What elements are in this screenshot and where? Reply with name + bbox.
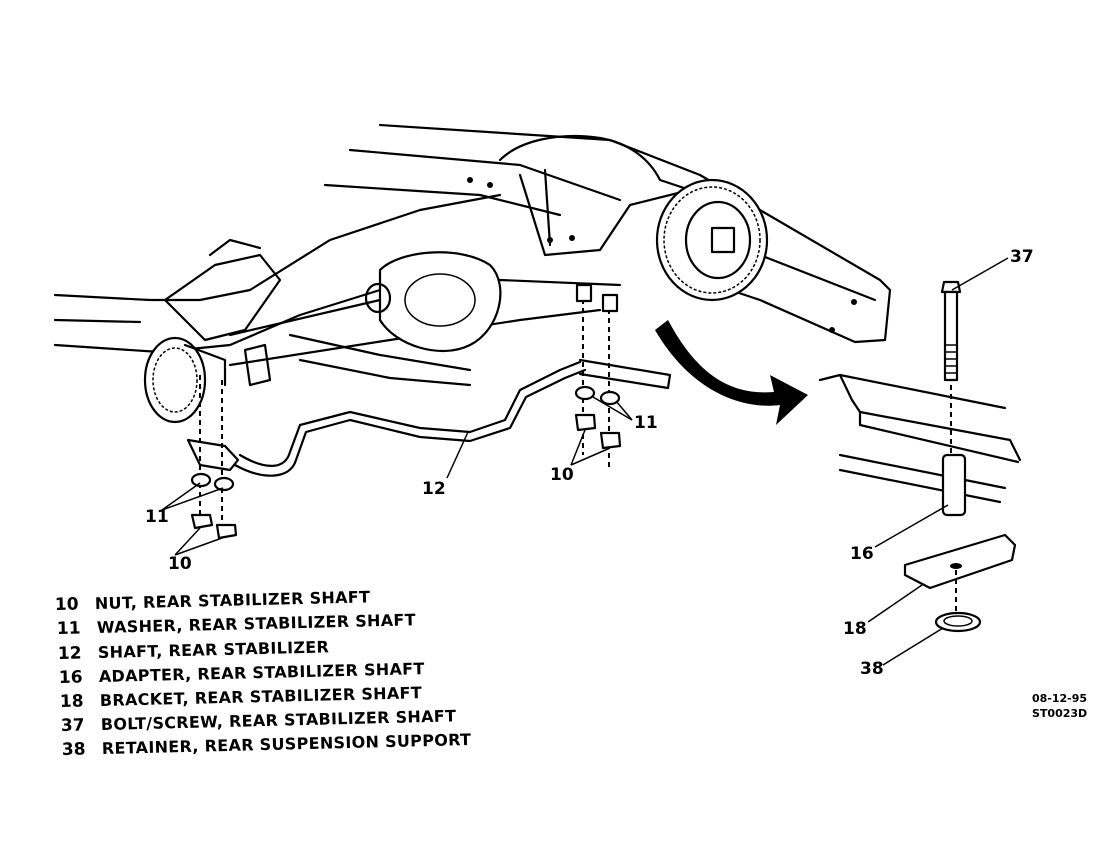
right-mount-hardware: [574, 283, 622, 470]
callout-10-right: 10: [550, 465, 574, 485]
parts-legend: 10 NUT, REAR STABILIZER SHAFT 11 WASHER,…: [55, 587, 472, 760]
legend-description: ADAPTER, REAR STABILIZER SHAFT: [99, 659, 425, 686]
stabilizer-shaft: [186, 358, 672, 477]
legend-number: 37: [61, 715, 85, 736]
legend-description: WASHER, REAR STABILIZER SHAFT: [97, 610, 416, 637]
legend-number: 18: [60, 691, 84, 712]
legend-number: 12: [58, 643, 82, 664]
callouts: 37 12 11 11 10 10 16 18 38: [145, 247, 1034, 679]
legend-description: SHAFT, REAR STABILIZER: [98, 637, 330, 662]
drawing-ref: ST0023D: [1032, 707, 1087, 720]
drawing-date: 08-12-95: [1032, 692, 1087, 705]
legend-number: 16: [59, 667, 83, 688]
callout-11-left: 11: [145, 507, 169, 527]
legend-description: BOLT/SCREW, REAR STABILIZER SHAFT: [101, 706, 457, 734]
legend-number: 10: [55, 594, 79, 615]
leader-lines: [161, 257, 1009, 666]
callout-38: 38: [860, 659, 884, 679]
legend-number: 11: [57, 618, 81, 639]
callout-12: 12: [422, 479, 446, 499]
callout-37: 37: [1010, 247, 1034, 267]
legend-description: NUT, REAR STABILIZER SHAFT: [95, 587, 371, 613]
left-mount-hardware: [190, 375, 238, 540]
detail-arrow: [655, 320, 808, 425]
callout-16: 16: [850, 544, 874, 564]
legend-number: 38: [62, 739, 86, 760]
detail-view: [818, 280, 1022, 633]
callout-11-right: 11: [634, 413, 658, 433]
callout-10-left: 10: [168, 554, 192, 574]
callout-18: 18: [843, 619, 867, 639]
legend-description: BRACKET, REAR STABILIZER SHAFT: [100, 683, 423, 710]
frame-and-axle-assembly: [53, 123, 892, 424]
legend-description: RETAINER, REAR SUSPENSION SUPPORT: [102, 730, 472, 758]
drawing-code: 08-12-95 ST0023D: [1032, 692, 1087, 720]
